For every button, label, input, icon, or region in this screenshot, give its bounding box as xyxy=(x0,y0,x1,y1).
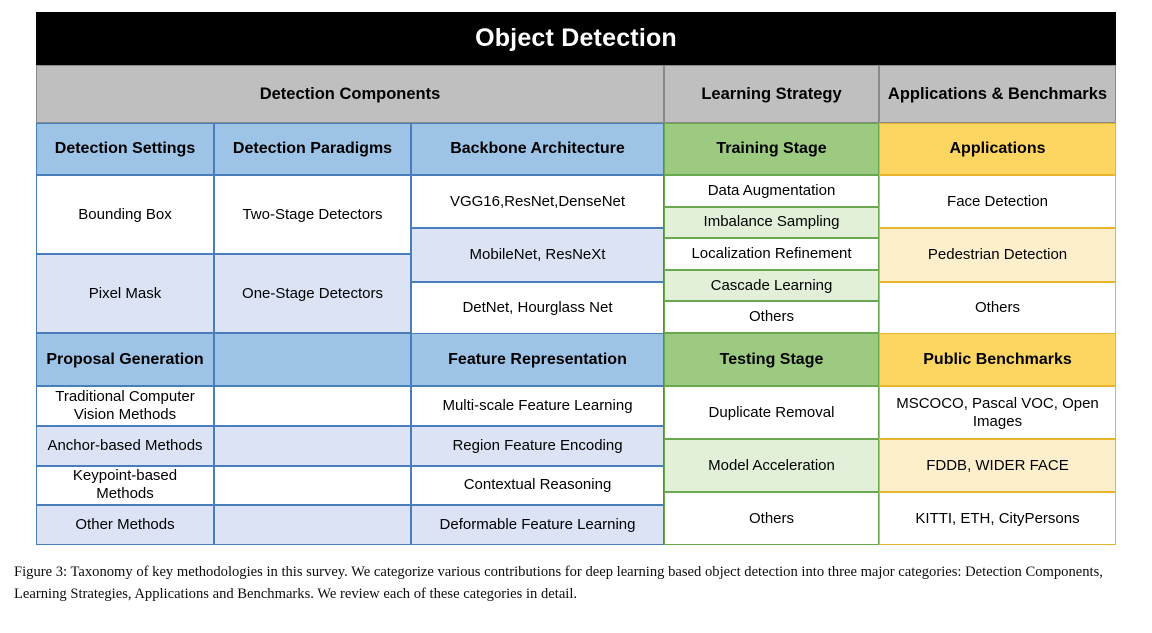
category-band: Detection Components Learning Strategy A… xyxy=(36,65,1116,123)
group-proposal-generation: Proposal Generation Traditional Computer… xyxy=(36,333,214,545)
group-training-stage: Training Stage Data Augmentation Imbalan… xyxy=(664,123,879,333)
cell-anchor-based-methods: Anchor-based Methods xyxy=(36,425,214,466)
cell-face-detection: Face Detection xyxy=(879,175,1116,229)
figure-title: Object Detection xyxy=(36,12,1116,65)
figure-caption: Figure 3: Taxonomy of key methodologies … xyxy=(14,564,1103,602)
header-testing-stage: Testing Stage xyxy=(664,333,879,386)
cell-pedestrian-detection: Pedestrian Detection xyxy=(879,228,1116,282)
group-backbone-architecture: Backbone Architecture VGG16,ResNet,Dense… xyxy=(411,123,664,336)
column-backbone-architecture: Backbone Architecture VGG16,ResNet,Dense… xyxy=(411,123,664,545)
taxonomy-figure: Object Detection Detection Components Le… xyxy=(36,12,1116,545)
cell-other-methods: Other Methods xyxy=(36,505,214,545)
cell-imbalance-sampling: Imbalance Sampling xyxy=(664,206,879,239)
cell-fddb-widerface: FDDB, WIDER FACE xyxy=(879,439,1116,492)
cell-other-methods-span xyxy=(214,505,411,545)
cell-detnet-hourglass-net: DetNet, Hourglass Net xyxy=(411,281,664,336)
category-detection-components: Detection Components xyxy=(36,65,664,123)
header-detection-settings: Detection Settings xyxy=(36,123,214,175)
cell-deformable-feature-learning: Deformable Feature Learning xyxy=(411,505,664,545)
column-applications-benchmarks: Applications Face Detection Pedestrian D… xyxy=(879,123,1116,545)
group-testing-stage: Testing Stage Duplicate Removal Model Ac… xyxy=(664,333,879,545)
cell-mscoco-pascalvoc-openimages: MSCOCO, Pascal VOC, Open Images xyxy=(879,386,1116,439)
cell-traditional-cv-methods-span xyxy=(214,386,411,426)
group-public-benchmarks: Public Benchmarks MSCOCO, Pascal VOC, Op… xyxy=(879,333,1116,545)
header-public-benchmarks: Public Benchmarks xyxy=(879,333,1116,386)
cell-model-acceleration: Model Acceleration xyxy=(664,439,879,492)
group-detection-paradigms: Detection Paradigms Two-Stage Detectors … xyxy=(214,123,411,333)
column-detection-settings: Detection Settings Bounding Box Pixel Ma… xyxy=(36,123,214,545)
cell-pixel-mask: Pixel Mask xyxy=(36,254,214,333)
header-proposal-generation-span xyxy=(214,333,411,386)
cell-mobilenet-resnext: MobileNet, ResNeXt xyxy=(411,228,664,282)
header-feature-representation: Feature Representation xyxy=(411,333,664,386)
cell-applications-others: Others xyxy=(879,281,1116,336)
cell-keypoint-based-methods-span xyxy=(214,465,411,506)
header-proposal-generation: Proposal Generation xyxy=(36,333,214,386)
header-training-stage: Training Stage xyxy=(664,123,879,175)
cell-contextual-reasoning: Contextual Reasoning xyxy=(411,465,664,506)
column-learning-strategy: Training Stage Data Augmentation Imbalan… xyxy=(664,123,879,545)
cell-testing-others: Others xyxy=(664,492,879,545)
cell-bounding-box: Bounding Box xyxy=(36,175,214,254)
group-proposal-generation-continued xyxy=(214,333,411,545)
group-detection-settings: Detection Settings Bounding Box Pixel Ma… xyxy=(36,123,214,333)
cell-cascade-learning: Cascade Learning xyxy=(664,269,879,302)
header-backbone-architecture: Backbone Architecture xyxy=(411,123,664,175)
group-applications: Applications Face Detection Pedestrian D… xyxy=(879,123,1116,336)
cell-data-augmentation: Data Augmentation xyxy=(664,175,879,207)
cell-kitti-eth-citypersons: KITTI, ETH, CityPersons xyxy=(879,492,1116,545)
header-detection-paradigms: Detection Paradigms xyxy=(214,123,411,175)
cell-duplicate-removal: Duplicate Removal xyxy=(664,386,879,439)
cell-training-others: Others xyxy=(664,301,879,333)
cell-one-stage-detectors: One-Stage Detectors xyxy=(214,254,411,333)
cell-two-stage-detectors: Two-Stage Detectors xyxy=(214,175,411,254)
category-applications-benchmarks: Applications & Benchmarks xyxy=(879,65,1116,123)
category-learning-strategy: Learning Strategy xyxy=(664,65,879,123)
cell-anchor-based-methods-span xyxy=(214,425,411,466)
cell-region-feature-encoding: Region Feature Encoding xyxy=(411,425,664,466)
cell-vgg16-resnet-densenet: VGG16,ResNet,DenseNet xyxy=(411,175,664,229)
column-detection-paradigms: Detection Paradigms Two-Stage Detectors … xyxy=(214,123,411,545)
cell-localization-refinement: Localization Refinement xyxy=(664,238,879,270)
group-feature-representation: Feature Representation Multi-scale Featu… xyxy=(411,333,664,545)
taxonomy-grid: Detection Settings Bounding Box Pixel Ma… xyxy=(36,123,1116,545)
header-applications: Applications xyxy=(879,123,1116,175)
cell-traditional-cv-methods: Traditional Computer Vision Methods xyxy=(36,386,214,426)
cell-keypoint-based-methods: Keypoint-based Methods xyxy=(36,465,214,506)
cell-multi-scale-feature-learning: Multi-scale Feature Learning xyxy=(411,386,664,426)
